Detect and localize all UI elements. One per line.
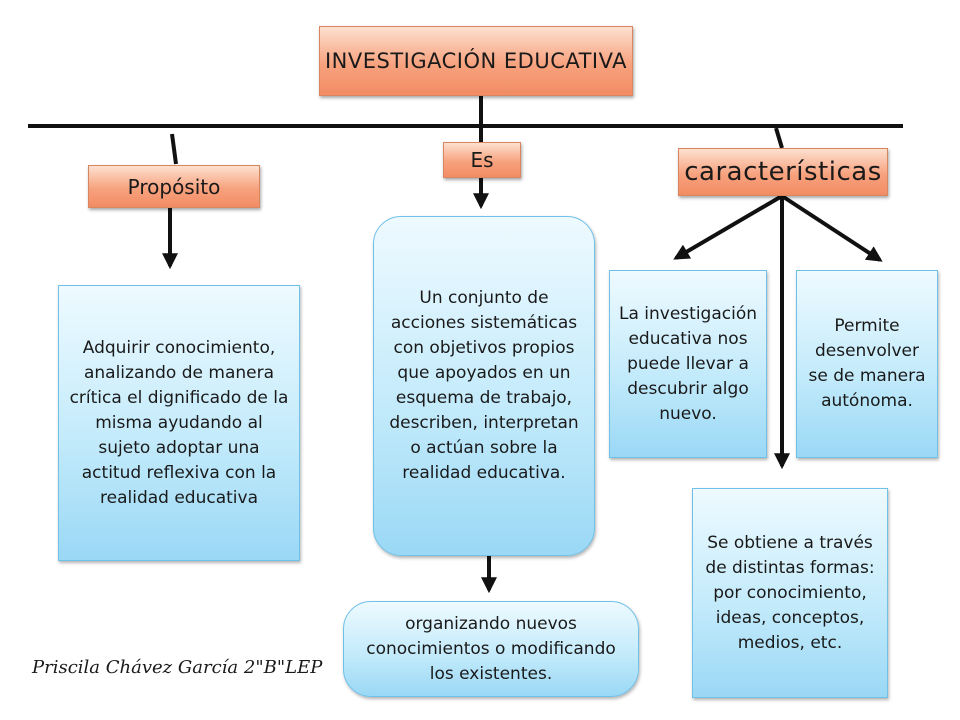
caracteristica-1-box: La investigación educativa nos puede lle…: [609, 270, 767, 458]
es-node: Es: [443, 142, 521, 178]
caracteristica-2-box: Permite desenvolver se de manera autónom…: [796, 270, 938, 458]
title-text: INVESTIGACIÓN EDUCATIVA: [324, 48, 628, 73]
caracteristicas-label: características: [684, 157, 882, 187]
es-text-box: Un conjunto de acciones sistemáticas con…: [373, 216, 595, 556]
es-label: Es: [470, 148, 494, 172]
author-credit: Priscila Chávez García 2"B"LEP: [32, 657, 323, 678]
caracteristica-1-text: La investigación educativa nos puede lle…: [618, 303, 757, 424]
caracteristicas-node: características: [678, 148, 888, 196]
es-continuation-box: organizando nuevos conocimientos o modif…: [343, 601, 639, 697]
proposito-node: Propósito: [88, 165, 260, 208]
proposito-text-box: Adquirir conocimiento, analizando de man…: [58, 285, 300, 561]
es-continuation-text: organizando nuevos conocimientos o modif…: [366, 613, 616, 684]
proposito-label: Propósito: [127, 174, 221, 199]
proposito-text: Adquirir conocimiento, analizando de man…: [69, 337, 289, 508]
caracteristica-3-text: Se obtiene a través de distintas formas:…: [705, 532, 875, 653]
arrow-caract-right: [780, 194, 883, 262]
caracteristicas-connector: [774, 127, 784, 149]
title-node: INVESTIGACIÓN EDUCATIVA: [319, 26, 633, 96]
caracteristica-3-box: Se obtiene a través de distintas formas:…: [692, 488, 888, 698]
es-text: Un conjunto de acciones sistemáticas con…: [389, 288, 579, 483]
arrow-caract-left: [673, 194, 784, 260]
proposito-connector: [170, 133, 178, 165]
caracteristica-2-text: Permite desenvolver se de manera autónom…: [808, 316, 926, 411]
